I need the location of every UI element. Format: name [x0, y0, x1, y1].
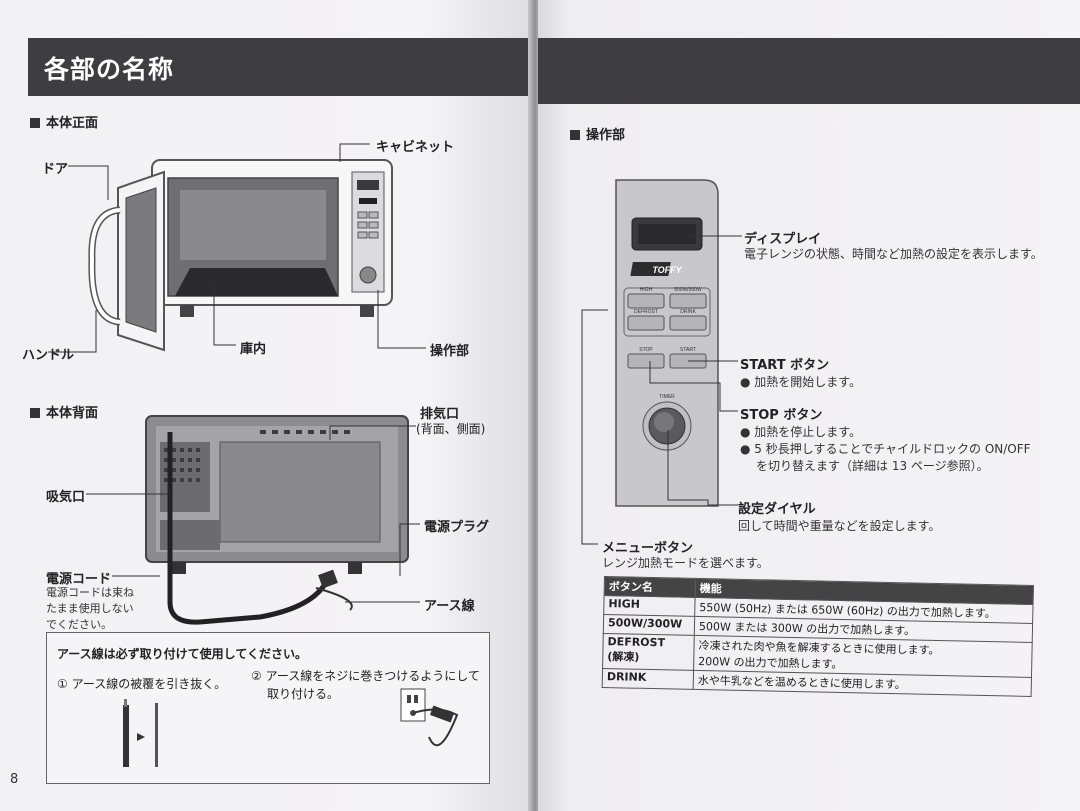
menu-desc: レンジ加熱モードを選べます。: [602, 556, 769, 570]
exhaust-label: 排気口: [420, 407, 460, 422]
dial-desc: 回して時間や重量などを設定します。: [738, 519, 941, 533]
cord-note: 電源コードは束ね たまま使用しない でください。: [46, 585, 134, 633]
exhaust-note: (背面、側面): [416, 422, 486, 436]
panel-btn-500w-label: 500W/300W: [674, 287, 702, 293]
panel-btn-high-label: HIGH: [640, 287, 653, 293]
front-microwave-illustration: [88, 159, 393, 352]
start-bullet-1-text: 加熱を開始します。: [754, 375, 862, 389]
page-title: 各部の名称: [44, 55, 175, 84]
plug-label: 電源プラグ: [424, 520, 490, 535]
stop-button-label: STOP ボタン: [740, 408, 823, 423]
table-cell-name: DEFROST (解凍): [602, 633, 695, 671]
start-button-label: START ボタン: [740, 358, 830, 373]
door-label: ドア: [42, 162, 69, 177]
stop-bullet-2-text: 5 秒長押しすることでチャイルドロックの ON/OFF: [754, 442, 1031, 456]
control-label: 操作部: [430, 344, 470, 359]
back-microwave-illustration: [145, 415, 409, 625]
table-cell-name: 500W/300W: [603, 614, 695, 636]
stop-bullet-1: ● 加熱を停止します。: [740, 425, 862, 439]
earth-note-box: アース線は必ず取り付けて使用してください。 ① アース線の被覆を引き抜く。 ② …: [46, 632, 490, 784]
earth-note-heading: アース線は必ず取り付けて使用してください。: [57, 647, 307, 661]
cord-label: 電源コード: [46, 572, 112, 587]
earth-step-2-line-1: ② アース線をネジに巻きつけるようにして: [251, 669, 480, 683]
cord-note-line-2: たまま使用しない: [46, 602, 134, 615]
table-cell-name: HIGH: [603, 595, 696, 617]
table-cell-name: DRINK: [602, 668, 694, 690]
stop-bullet-2: ● 5 秒長押しすることでチャイルドロックの ON/OFF: [740, 442, 1031, 456]
panel-btn-stop-label: STOP: [639, 347, 653, 353]
front-leader-lines: [48, 143, 426, 353]
earth-step-1: ① アース線の被覆を引き抜く。: [57, 677, 227, 691]
handle-label: ハンドル: [22, 348, 75, 363]
panel-btn-defrost-label: DEFROST: [634, 309, 658, 315]
start-bullet-1: ● 加熱を開始します。: [740, 375, 862, 389]
front-section-heading: 本体正面: [30, 112, 98, 131]
left-page: 各部の名称 本体正面: [0, 0, 532, 811]
display-label: ディスプレイ: [744, 232, 822, 247]
page-number: 8: [10, 772, 19, 787]
panel-section-heading: 操作部: [570, 124, 625, 143]
stop-bullet-2-cont: を切り替えます（詳細は 13 ページ参照）。: [756, 459, 989, 473]
cord-note-line-1: 電源コードは束ね: [46, 586, 134, 599]
cavity-label: 庫内: [240, 342, 267, 357]
intake-label: 吸気口: [46, 490, 86, 505]
earth-wire-screw-illustration: [400, 688, 459, 747]
cabinet-label: キャビネット: [376, 140, 455, 155]
stop-bullet-1-text: 加熱を停止します。: [754, 425, 862, 439]
left-header-bar: [28, 38, 532, 96]
menu-function-table: ボタン名 機能 HIGH 550W (50Hz) または 650W (60Hz)…: [602, 576, 1034, 697]
back-leader-lines: [86, 425, 420, 603]
cord-note-line-3: でください。: [46, 618, 112, 631]
earth-step-2-line-2: 取り付ける。: [267, 687, 340, 701]
right-page: 操作部 TOFFY HIGH 500W/300W DEFROST DRINK S…: [538, 0, 1080, 811]
panel-timer-label: TIMER: [659, 394, 675, 400]
panel-btn-drink-label: DRINK: [680, 309, 696, 315]
menu-button-label: メニューボタン: [602, 541, 694, 556]
display-desc: 電子レンジの状態、時間など加熱の設定を表示します。: [744, 247, 1043, 261]
earth-wire-strip-illustration: [123, 699, 158, 767]
panel-btn-start-label: START: [680, 347, 696, 353]
dial-label: 設定ダイヤル: [738, 502, 816, 517]
back-section-heading: 本体背面: [30, 402, 98, 421]
panel-logo-text: TOFFY: [652, 265, 682, 275]
right-header-bar: [538, 38, 1080, 104]
table-header-name: ボタン名: [604, 576, 696, 598]
panel-leader-lines: [581, 235, 742, 545]
panel-logo-badge: TOFFY: [630, 262, 683, 276]
earth-label: アース線: [424, 599, 475, 614]
